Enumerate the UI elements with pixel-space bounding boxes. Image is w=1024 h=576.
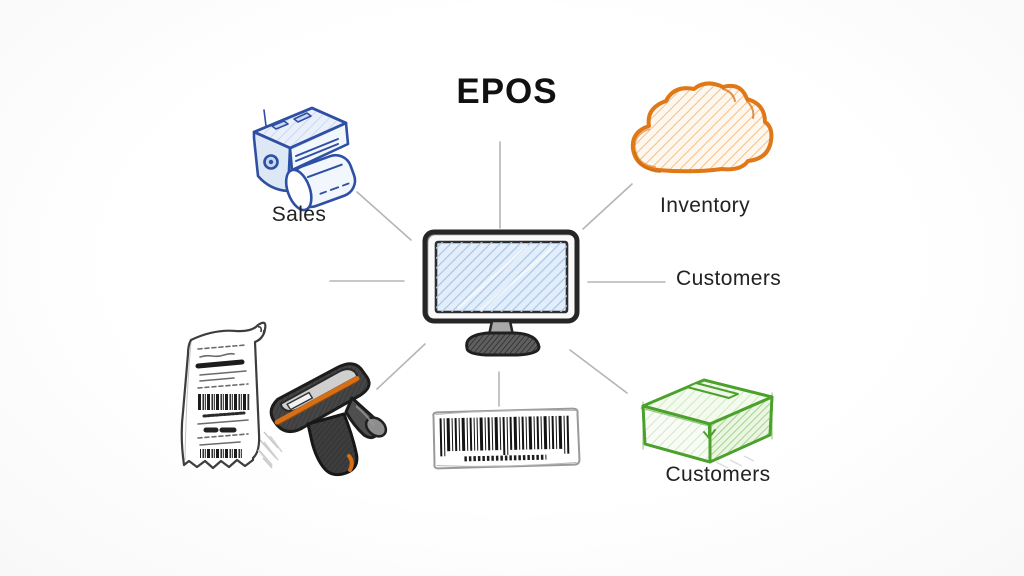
page-title: EPOS <box>456 72 558 111</box>
monitor-icon <box>422 229 580 357</box>
connector-package <box>569 349 628 394</box>
connector-sales <box>356 191 412 241</box>
customers-label: Customers <box>676 267 782 290</box>
package-label: Customers <box>665 463 771 486</box>
package-icon <box>640 378 774 469</box>
receipt-printer-icon <box>252 106 357 212</box>
barcode-icon <box>432 407 581 470</box>
receipt-icon <box>180 321 279 470</box>
cloud-icon <box>630 81 774 174</box>
inventory-label: Inventory <box>660 194 750 217</box>
sales-label: Sales <box>271 203 327 226</box>
connector-inventory <box>582 183 633 230</box>
barcode-digits <box>464 454 547 462</box>
connector-scanner <box>376 343 426 390</box>
barcode-scanner-icon <box>257 362 388 477</box>
